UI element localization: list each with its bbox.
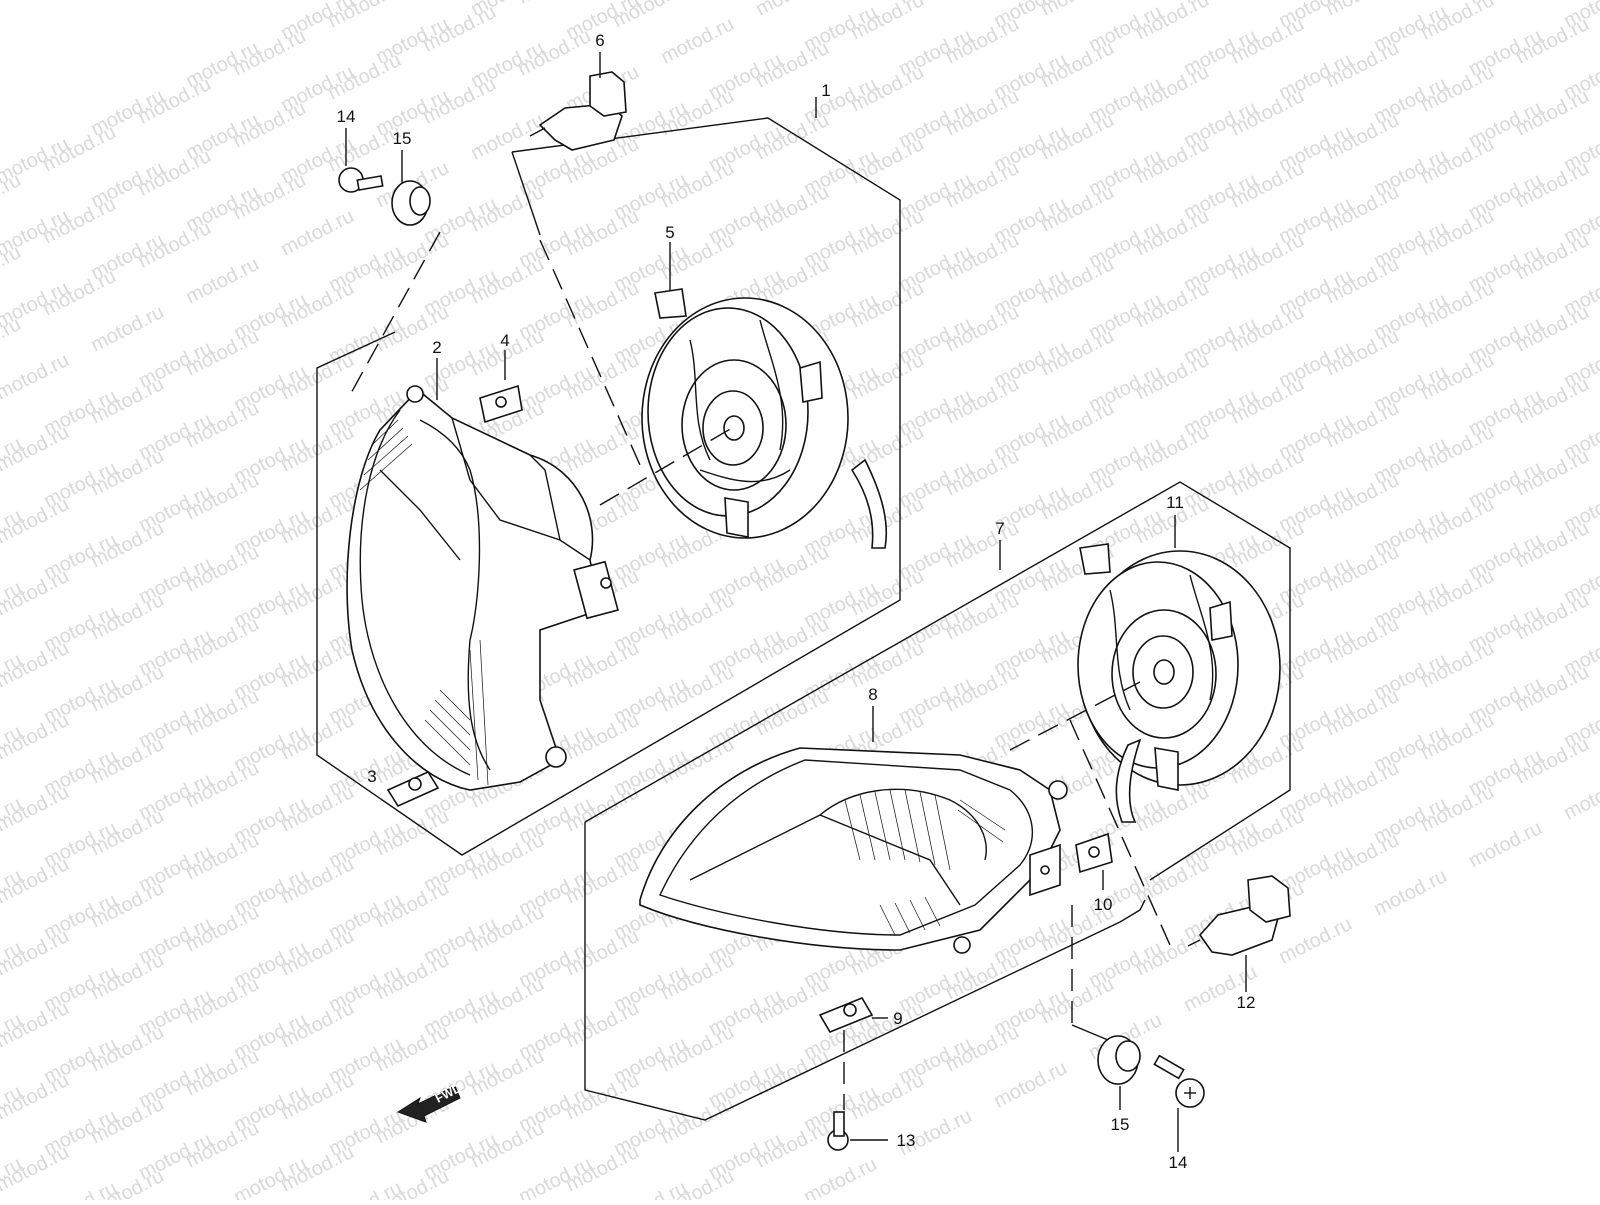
callout-5: 5: [665, 223, 674, 242]
bulb-upper: [529, 52, 627, 151]
watermark-text: motod.ru: [990, 1057, 1070, 1112]
watermark-text: motod.ru: [0, 709, 73, 764]
screw-lower: [1153, 1054, 1205, 1152]
watermark-text: motod.ru: [277, 205, 357, 260]
callout-9: 9: [893, 1009, 902, 1028]
bulb-socket-upper: [641, 288, 888, 549]
callout-7: 7: [995, 519, 1004, 538]
callout-10: 10: [1094, 895, 1113, 914]
assembly-1-frame: [316, 117, 901, 856]
watermark-text: motod.ru: [182, 253, 262, 308]
watermark-text: motod.ru: [514, 0, 594, 8]
watermark-text: motod.ru: [1465, 817, 1545, 872]
callout-8: 8: [868, 685, 877, 704]
callout-12: 12: [1237, 993, 1256, 1012]
watermark-text: motod.ru: [1037, 0, 1117, 20]
watermark-text: motod.ru: [467, 109, 547, 164]
assembly-7-frame: [584, 481, 1291, 1121]
watermark-text: motod.ru: [87, 301, 167, 356]
watermark-text: motod.ru: [800, 1153, 880, 1200]
grommet-lower: [1097, 1035, 1141, 1110]
callout-6: 6: [595, 31, 604, 50]
clip-4: [479, 350, 523, 424]
watermark-text: motod.ru: [0, 1141, 73, 1196]
callout-1: 1: [821, 81, 830, 100]
watermark-text: motod.ru: [0, 997, 73, 1052]
watermark-text: motod.ru: [1560, 769, 1600, 824]
callout-13: 13: [897, 1131, 916, 1150]
leader-lines-upper: [349, 97, 817, 506]
callout-15-lower: 15: [1111, 1115, 1130, 1134]
screw-13: [827, 1111, 888, 1151]
callout-14-lower: 14: [1169, 1153, 1188, 1172]
clip-3: [386, 770, 440, 808]
watermark-text: motod.ru: [0, 493, 73, 548]
leader-lines-lower: [843, 515, 1176, 1110]
clip-9: [818, 996, 888, 1034]
watermark-text: motod.ru: [0, 1069, 73, 1124]
watermark-text: motod.ru: [0, 925, 73, 980]
bulb-lower: [1187, 875, 1291, 992]
watermark-text: motod.ru: [0, 421, 73, 476]
watermark-text: motod.ru: [0, 565, 73, 620]
callout-4: 4: [500, 331, 509, 350]
watermark-text: motod.ru: [1275, 913, 1355, 968]
watermark-text: motod.ru: [0, 781, 73, 836]
grommet-upper: [391, 150, 431, 226]
headlamp-housing-lower: [639, 747, 1068, 954]
screw-upper: [338, 128, 384, 193]
callout-11: 11: [1166, 493, 1184, 512]
clip-10: [1075, 832, 1113, 890]
bulb-socket-lower: [1077, 543, 1281, 823]
watermark-text: motod.ru: [657, 13, 737, 68]
watermark-text: motod.ru: [1370, 865, 1450, 920]
watermark-text: motod.ru: [0, 349, 73, 404]
headlamp-housing-upper: [346, 385, 619, 791]
watermark-text: motod.ru: [752, 0, 832, 20]
callout-2: 2: [432, 338, 441, 357]
watermark-text: motod.ru: [0, 637, 73, 692]
watermark-text: motod.ru: [0, 853, 73, 908]
watermark-text: motod.ru: [1322, 0, 1402, 20]
callout-3: 3: [367, 767, 376, 786]
callout-15-upper: 15: [393, 129, 412, 148]
callout-14-upper: 14: [337, 107, 356, 126]
